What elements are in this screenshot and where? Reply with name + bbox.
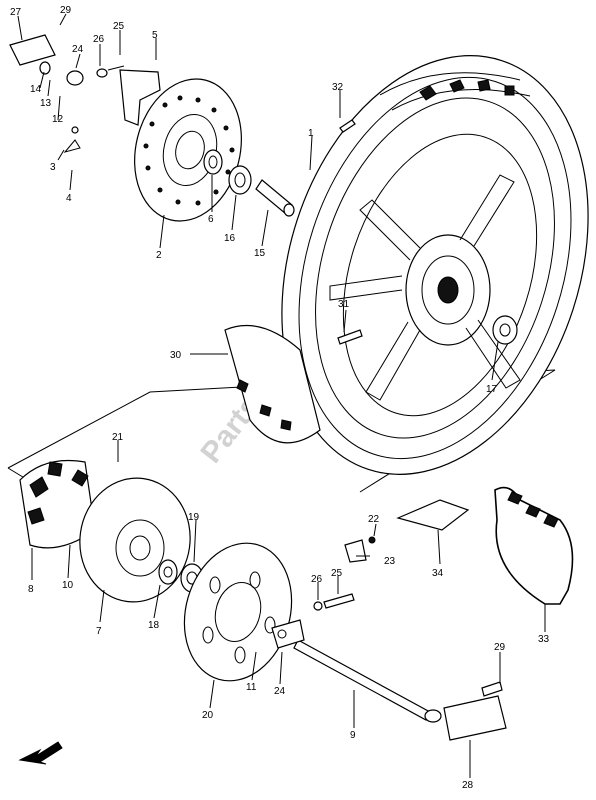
label-part-31: 31 [338, 299, 350, 310]
bearing-18 [158, 559, 178, 585]
label-part-10: 10 [62, 580, 74, 591]
label-part-19: 19 [188, 512, 200, 523]
label-part-14: 14 [30, 84, 42, 95]
valve-32 [339, 119, 356, 133]
axle-9 [293, 639, 442, 723]
part-labels: 27 29 25 26 24 5 14 13 12 3 4 2 6 16 15 … [10, 5, 550, 791]
adjuster-24 [271, 619, 305, 649]
bearing-17 [492, 315, 518, 345]
label-part-26b: 26 [311, 574, 323, 585]
label-part-33: 33 [538, 634, 550, 645]
label-part-15: 15 [254, 248, 266, 259]
label-part-26: 26 [93, 34, 105, 45]
label-part-11: 11 [246, 682, 257, 693]
label-part-28: 28 [462, 780, 474, 791]
bolt-31 [337, 329, 363, 345]
label-part-3: 3 [50, 162, 56, 173]
brake-disc [134, 78, 242, 222]
label-part-12: 12 [52, 114, 64, 125]
label-part-17: 17 [486, 384, 498, 395]
label-part-8: 8 [28, 584, 34, 595]
sprocket-hub [79, 477, 191, 603]
label-part-27: 27 [10, 7, 22, 18]
label-part-21: 21 [112, 432, 124, 443]
label-part-34: 34 [432, 568, 444, 579]
label-part-13: 13 [40, 98, 52, 109]
label-part-25: 25 [113, 21, 125, 32]
label-part-16: 16 [224, 233, 236, 244]
label-part-5: 5 [152, 30, 158, 41]
rear-sprocket [183, 542, 293, 682]
label-part-9: 9 [350, 730, 356, 741]
label-part-1: 1 [308, 128, 314, 139]
label-part-7: 7 [96, 626, 102, 637]
label-part-29: 29 [60, 5, 72, 16]
bearing-6 [203, 149, 223, 175]
plate-23 [344, 536, 376, 563]
label-part-24: 24 [72, 44, 84, 55]
label-part-18: 18 [148, 620, 160, 631]
plate-28 [443, 681, 507, 741]
label-part-20: 20 [202, 710, 214, 721]
front-direction-arrow [18, 741, 63, 765]
bolt-25-26 [313, 593, 355, 611]
leader-lines [17, 13, 546, 778]
label-part-23: 23 [384, 556, 396, 567]
label-part-25b: 25 [331, 568, 343, 579]
rear-wheel-rim [315, 97, 555, 439]
label-part-29b: 29 [494, 642, 506, 653]
bearing-16 [228, 165, 252, 195]
label-part-6: 6 [208, 214, 214, 225]
chain-guard-34 [396, 499, 470, 531]
label-part-4: 4 [66, 193, 72, 204]
brake-bracket [9, 34, 161, 153]
label-part-32: 32 [332, 82, 344, 93]
spacer-15 [255, 179, 295, 217]
label-part-22: 22 [368, 514, 380, 525]
label-part-30: 30 [170, 350, 182, 361]
label-part-2: 2 [156, 250, 162, 261]
label-part-24b: 24 [274, 686, 286, 697]
chain-33 [494, 486, 574, 605]
